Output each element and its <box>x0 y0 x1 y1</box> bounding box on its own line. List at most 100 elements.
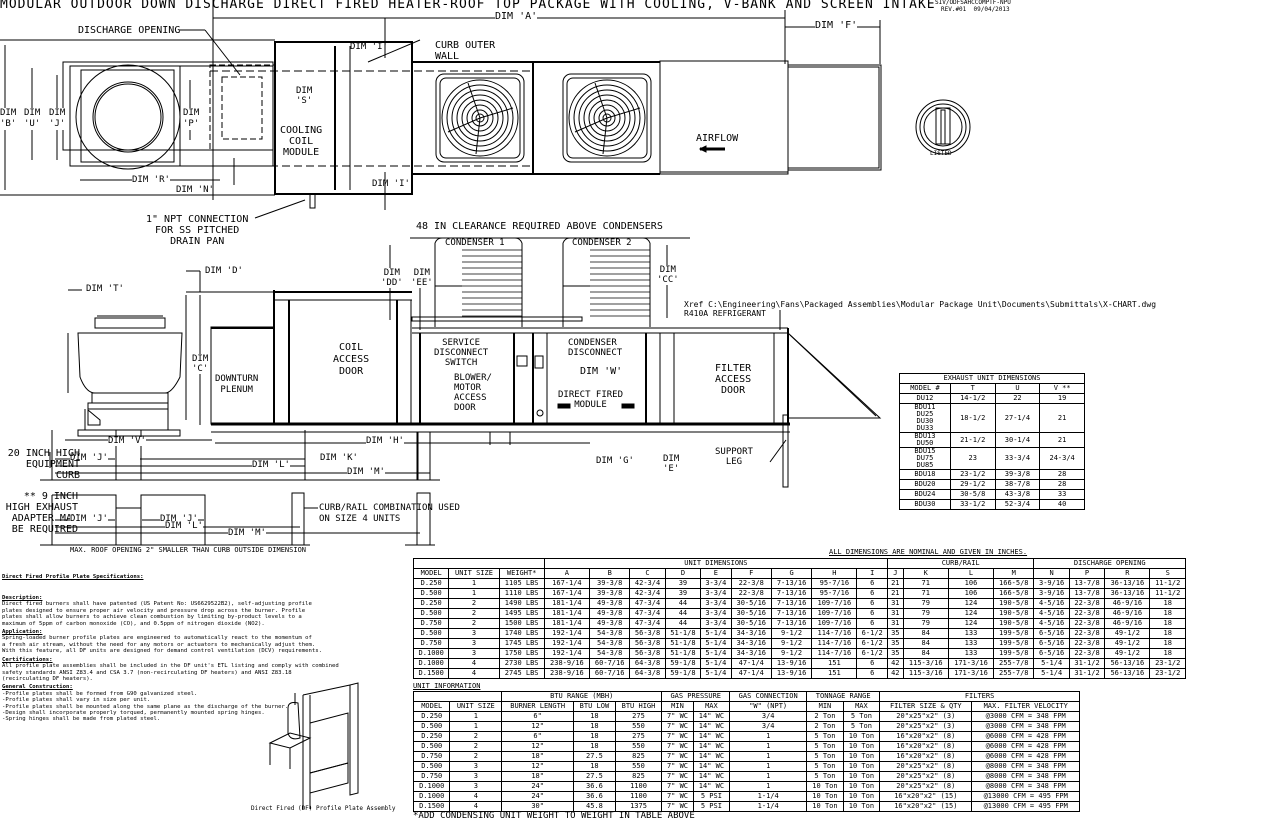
column-header: MODEL <box>412 568 450 579</box>
table-cell: 49-3/8 <box>589 608 631 619</box>
table-cell: 4 <box>449 791 503 802</box>
table-cell: 42-3/4 <box>629 578 666 589</box>
table-cell: 47-1/4 <box>730 668 772 679</box>
revision-line-1: SIV/ODFSAHCCOMPTF-NPU <box>935 0 1011 6</box>
table-cell: 3-9/16 <box>1033 588 1070 599</box>
table-cell: 5-1/4 <box>1033 668 1070 679</box>
dim-j-rail-2-label: DIM 'J' <box>160 514 198 524</box>
table-cell: 124 <box>947 598 995 609</box>
table-cell: 71 <box>902 588 949 599</box>
table-cell: 2 <box>449 741 503 752</box>
table-cell: @3000 CFM = 348 FPM <box>971 711 1080 722</box>
table-cell: 51-1/8 <box>664 628 702 639</box>
dim-dd-label: DIM'DD' <box>381 268 403 288</box>
table-cell: 20"x25"x2" (3) <box>879 711 973 722</box>
table-cell: 22-3/8 <box>1068 598 1106 609</box>
table-cell: 115-3/16 <box>902 668 949 679</box>
table-cell: 39 <box>664 578 702 589</box>
table-cell: 84 <box>902 628 949 639</box>
table-cell: 31 <box>886 618 904 629</box>
table-cell: 35 <box>886 648 904 659</box>
dim-l-label: DIM 'L' <box>252 460 290 470</box>
table-cell: 60-7/16 <box>589 658 631 669</box>
table-cell: 124 <box>947 618 995 629</box>
table-cell: 56-3/8 <box>629 628 666 639</box>
table-cell: 1745 LBS <box>498 638 545 649</box>
table-cell: 10 Ton <box>842 771 881 782</box>
table-cell: 1-1/4 <box>729 791 808 802</box>
column-header: E <box>700 568 732 579</box>
dim-k-label: DIM 'K' <box>320 453 358 463</box>
table-cell: 1750 LBS <box>498 648 545 659</box>
table-cell: 166-5/8 <box>993 588 1035 599</box>
table-cell: 20"x25"x2" (8) <box>879 771 973 782</box>
table-cell: 20"x25"x2" (8) <box>879 781 973 792</box>
table-cell: 14" WC <box>692 711 731 722</box>
table-cell: 22-3/8 <box>1068 608 1106 619</box>
spec-line: a fresh air stream, without the need for… <box>2 641 316 648</box>
table-cell: 14" WC <box>692 721 731 732</box>
table-cell: 7" WC <box>661 721 694 732</box>
column-header: J <box>886 568 904 579</box>
table-cell: 114-7/16 <box>811 638 858 649</box>
table-cell: 30-5/16 <box>730 598 772 609</box>
spec-line: With this feature, all DF units are desi… <box>2 648 322 655</box>
dim-w-label: DIM 'W' <box>580 366 623 377</box>
table-cell: 47-1/4 <box>730 658 772 669</box>
table-cell: 3-3/4 <box>700 598 732 609</box>
table-cell: 34-3/16 <box>730 638 772 649</box>
dim-n-label: DIM 'N' <box>176 185 214 195</box>
table-cell: 16"x20"x2" (15) <box>879 791 973 802</box>
table-cell: 106 <box>947 578 995 589</box>
table-cell: @13000 CFM = 495 FPM <box>971 791 1080 802</box>
table-cell: 7" WC <box>661 711 694 722</box>
table-cell: 14" WC <box>692 781 731 792</box>
table-cell: 79 <box>902 618 949 629</box>
table-cell: 5 Ton <box>806 741 844 752</box>
table-cell: 34-3/16 <box>730 648 772 659</box>
table-cell: 27.5 <box>573 751 616 762</box>
table-cell: 133 <box>947 638 995 649</box>
table-cell: 1100 <box>614 791 663 802</box>
table-cell: 825 <box>614 751 663 762</box>
max-roof-opening-note: MAX. ROOF OPENING 2" SMALLER THAN CURB O… <box>70 546 307 554</box>
column-header: P <box>1068 568 1106 579</box>
dim-j-elev-label: DIM 'J' <box>70 453 108 463</box>
table-cell: 45.8 <box>573 801 616 812</box>
spec-line: maximum of 5ppm of carbon monoxide (CO),… <box>2 620 265 627</box>
table-cell: 46-9/16 <box>1104 608 1151 619</box>
table-cell: 6-5/16 <box>1033 638 1070 649</box>
table-cell: 56-13/16 <box>1104 658 1151 669</box>
table-cell: 3-3/4 <box>700 608 732 619</box>
table-cell: 1 <box>449 711 503 722</box>
table-cell: 2730 LBS <box>498 658 545 669</box>
column-header: BURNER LENGTH <box>501 701 575 712</box>
dim-a-label: DIM 'A' <box>495 11 538 22</box>
table-cell: 190-5/8 <box>993 618 1035 629</box>
profile-plate-caption: Direct Fired (DF) Profile Plate Assembly <box>251 805 396 812</box>
table-cell: 14" WC <box>692 751 731 762</box>
dimensions-note: ALL DIMENSIONS ARE NOMINAL AND GIVEN IN … <box>829 548 1028 556</box>
column-header: WEIGHT* <box>498 568 545 579</box>
revision-line-2: REV.#01 09/04/2013 <box>941 6 1010 13</box>
table-cell: 21 <box>886 588 904 599</box>
table-cell: 4 <box>448 668 500 679</box>
table-cell: 181-1/4 <box>543 608 591 619</box>
spec-line: Spring-loaded burner profile plates are … <box>2 635 312 642</box>
spec-heading: Description: <box>2 595 43 602</box>
table-cell: 30-5/16 <box>730 618 772 629</box>
table-cell: 171-3/16 <box>947 668 995 679</box>
table-cell: 56-3/8 <box>629 648 666 659</box>
table-cell: D.1500 <box>412 668 450 679</box>
table-cell: 42 <box>886 668 904 679</box>
